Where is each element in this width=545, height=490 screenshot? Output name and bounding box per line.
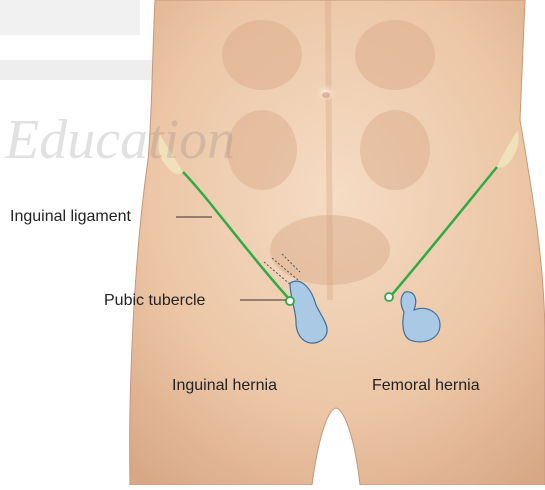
watermark-text: Education xyxy=(5,108,235,172)
label-pubic-tubercle: Pubic tubercle xyxy=(104,292,205,310)
left-pubic-tubercle xyxy=(286,297,294,305)
navel-center xyxy=(322,92,330,98)
right-pubic-tubercle xyxy=(385,293,393,301)
midline-shadow xyxy=(328,0,330,300)
label-femoral-hernia: Femoral hernia xyxy=(372,377,480,395)
label-inguinal-hernia: Inguinal hernia xyxy=(172,377,277,395)
label-inguinal-ligament: Inguinal ligament xyxy=(10,208,131,226)
